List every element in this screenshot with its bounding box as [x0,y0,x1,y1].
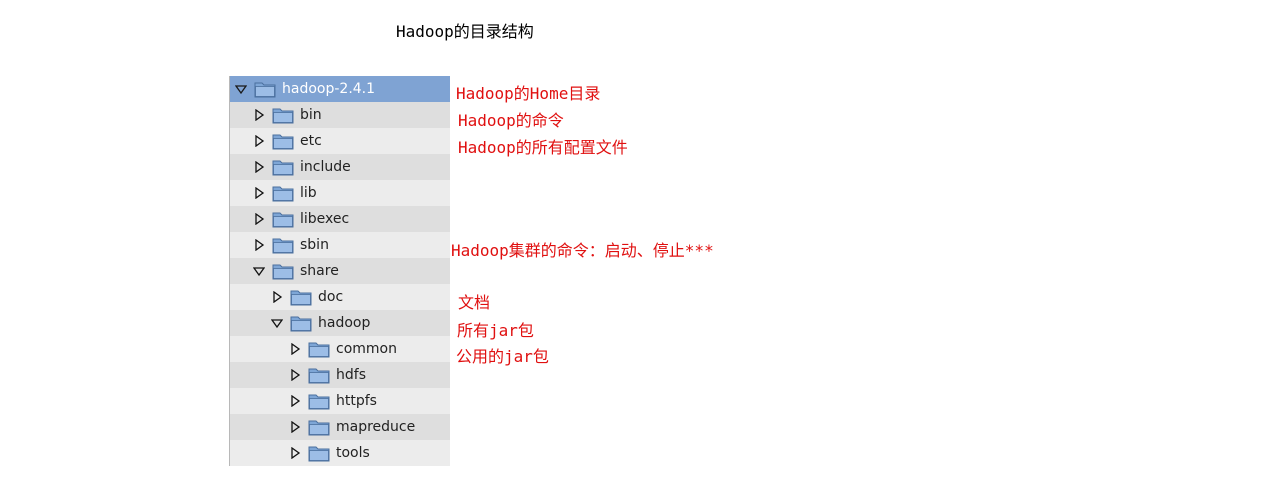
folder-icon [272,184,294,202]
folder-icon [290,314,312,332]
folder-icon [272,236,294,254]
tree-row-httpfs[interactable]: httpfs [230,388,450,414]
folder-icon [308,366,330,384]
annotation-home: Hadoop的Home目录 [456,84,601,103]
tree-row-share[interactable]: share [230,258,450,284]
tree-row-common[interactable]: common [230,336,450,362]
tree-item-label: mapreduce [336,419,416,435]
tree-item-label: doc [318,289,344,305]
tree-item-label: share [300,263,339,279]
expand-down-arrow-icon[interactable] [270,316,284,330]
tree-row-include[interactable]: include [230,154,450,180]
collapse-right-arrow-icon[interactable] [252,134,266,148]
folder-icon [272,158,294,176]
tree-row-hadoop-2-4-1[interactable]: hadoop-2.4.1 [230,76,450,102]
tree-row-doc[interactable]: doc [230,284,450,310]
tree-item-label: httpfs [336,393,377,409]
collapse-right-arrow-icon[interactable] [288,420,302,434]
tree-row-libexec[interactable]: libexec [230,206,450,232]
annotation-etc: Hadoop的所有配置文件 [458,138,628,157]
tree-item-label: tools [336,445,370,461]
tree-row-mapreduce[interactable]: mapreduce [230,414,450,440]
annotation-sbin: Hadoop集群的命令：启动、停止*** [451,241,714,260]
collapse-right-arrow-icon[interactable] [270,290,284,304]
folder-icon [308,418,330,436]
tree-row-hdfs[interactable]: hdfs [230,362,450,388]
collapse-right-arrow-icon[interactable] [288,394,302,408]
tree-item-label: include [300,159,351,175]
collapse-right-arrow-icon[interactable] [288,446,302,460]
folder-icon [272,262,294,280]
page-title: Hadoop的目录结构 [396,22,534,41]
collapse-right-arrow-icon[interactable] [252,186,266,200]
folder-icon [254,80,276,98]
folder-icon [308,340,330,358]
folder-icon [272,106,294,124]
tree-row-hadoop[interactable]: hadoop [230,310,450,336]
collapse-right-arrow-icon[interactable] [252,160,266,174]
collapse-right-arrow-icon[interactable] [252,108,266,122]
collapse-right-arrow-icon[interactable] [252,212,266,226]
expand-down-arrow-icon[interactable] [252,264,266,278]
tree-row-etc[interactable]: etc [230,128,450,154]
tree-item-label: sbin [300,237,329,253]
folder-icon [272,210,294,228]
tree-item-label: etc [300,133,322,149]
annotation-hadoop: 所有jar包 [457,321,534,340]
tree-item-label: libexec [300,211,350,227]
tree-item-label: hadoop-2.4.1 [282,81,376,97]
annotation-common: 公用的jar包 [456,347,549,366]
collapse-right-arrow-icon[interactable] [288,368,302,382]
tree-row-bin[interactable]: bin [230,102,450,128]
tree-row-lib[interactable]: lib [230,180,450,206]
folder-icon [272,132,294,150]
folder-icon [290,288,312,306]
directory-tree[interactable]: hadoop-2.4.1 bin etc include lib libexec sbin s… [229,76,450,466]
tree-item-label: lib [300,185,317,201]
tree-item-label: common [336,341,397,357]
collapse-right-arrow-icon[interactable] [288,342,302,356]
tree-item-label: hdfs [336,367,366,383]
folder-icon [308,444,330,462]
tree-row-tools[interactable]: tools [230,440,450,466]
tree-row-sbin[interactable]: sbin [230,232,450,258]
folder-icon [308,392,330,410]
annotation-bin: Hadoop的命令 [458,111,564,130]
collapse-right-arrow-icon[interactable] [252,238,266,252]
tree-item-label: bin [300,107,322,123]
annotation-doc: 文档 [458,293,491,312]
expand-down-arrow-icon[interactable] [234,82,248,96]
tree-item-label: hadoop [318,315,371,331]
